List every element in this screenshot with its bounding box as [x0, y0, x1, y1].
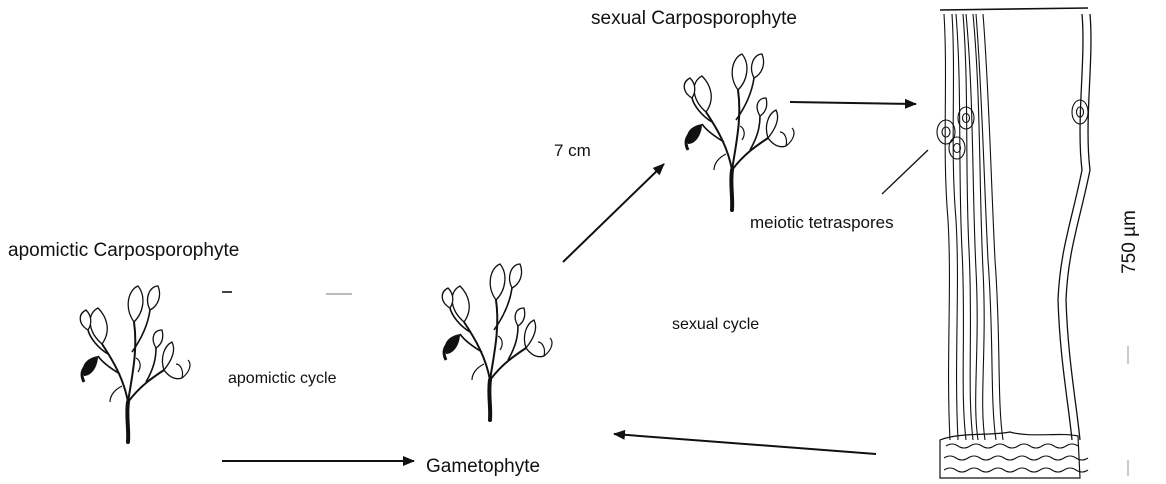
- meiotic-tetraspores-label: meiotic tetraspores: [750, 213, 894, 233]
- size-label: 7 cm: [554, 141, 591, 161]
- apomictic-carposporophyte-label: apomictic Carposporophyte: [8, 240, 239, 262]
- arrow-sexual-to-tetrasporophyte: [790, 102, 916, 104]
- apomictic-cycle-label: apomictic cycle: [228, 370, 336, 388]
- apomictic-carposporophyte-drawing: [80, 286, 190, 442]
- sexual-cycle-label: sexual cycle: [672, 316, 759, 334]
- tetrasporophyte-section-drawing: [937, 8, 1091, 478]
- arrow-gametophyte-to-sexual: [563, 164, 664, 262]
- sexual-carposporophyte-drawing: [684, 54, 794, 210]
- sexual-carposporophyte-label: sexual Carposporophyte: [591, 8, 797, 30]
- gametophyte-drawing: [442, 264, 552, 420]
- scale-bar-label: 750 µm: [1119, 210, 1141, 274]
- arrow-tetrasporophyte-to-gametophyte: [614, 434, 876, 454]
- tetraspore-pointer-line: [882, 150, 928, 194]
- gametophyte-label: Gametophyte: [426, 456, 540, 478]
